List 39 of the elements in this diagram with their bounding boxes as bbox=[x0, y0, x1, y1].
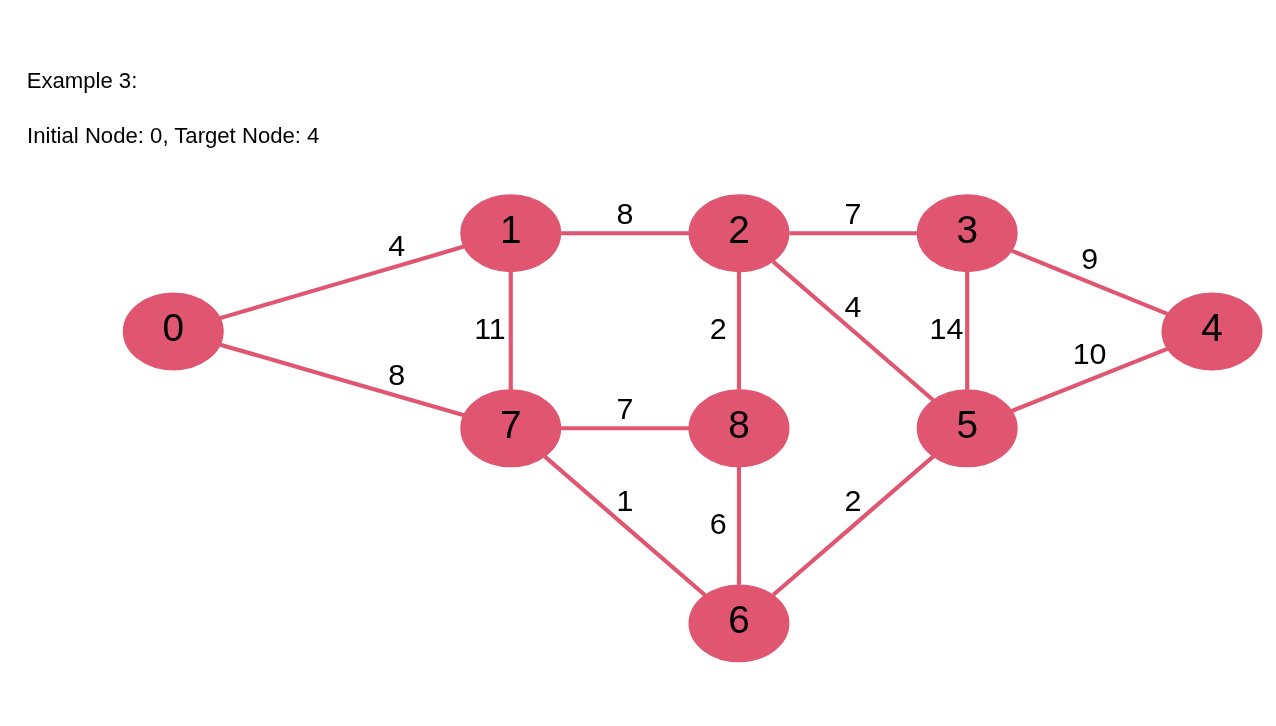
node-ellipse: 5 bbox=[916, 389, 1018, 468]
connector bbox=[543, 455, 707, 597]
node-ellipse: 0 bbox=[122, 292, 224, 371]
edge-label: 9 bbox=[1081, 240, 1099, 275]
node-ellipse: 8 bbox=[688, 389, 790, 468]
connector bbox=[561, 426, 690, 431]
edge-label: 6 bbox=[709, 505, 727, 540]
connector bbox=[965, 271, 970, 390]
edge-label: 7 bbox=[616, 391, 634, 426]
connector bbox=[1011, 346, 1169, 413]
node-ellipse: 4 bbox=[1161, 292, 1263, 371]
edge-label: 8 bbox=[616, 196, 634, 231]
connector bbox=[736, 466, 742, 585]
connector bbox=[771, 454, 935, 597]
edge-label: 4 bbox=[844, 289, 862, 324]
edge-label: 1 bbox=[616, 482, 634, 517]
edge-label: 7 bbox=[844, 196, 862, 231]
diagram-title: Example 3: bbox=[26, 67, 138, 93]
edge-label: 8 bbox=[388, 356, 406, 391]
node-ellipse: 1 bbox=[460, 194, 562, 273]
edge-label: 11 bbox=[474, 310, 506, 345]
node-ellipse: 2 bbox=[688, 194, 790, 273]
connector bbox=[1011, 248, 1169, 316]
connector bbox=[771, 260, 935, 402]
node-ellipse: 6 bbox=[688, 584, 790, 663]
connector bbox=[736, 271, 742, 390]
node-ellipse: 7 bbox=[460, 389, 562, 468]
connector bbox=[219, 342, 465, 418]
connector bbox=[508, 271, 513, 390]
node-ellipse: 3 bbox=[916, 194, 1018, 273]
edge-label: 2 bbox=[844, 482, 862, 517]
edge-label: 14 bbox=[929, 310, 964, 345]
connector bbox=[789, 231, 918, 236]
edge-label: 4 bbox=[388, 228, 406, 263]
connector bbox=[561, 231, 690, 236]
edge-label: 10 bbox=[1072, 336, 1107, 371]
label: Initial Node: 0, Target Node: 4 bbox=[27, 123, 320, 149]
connector bbox=[219, 244, 465, 321]
edge-label: 2 bbox=[709, 310, 727, 345]
